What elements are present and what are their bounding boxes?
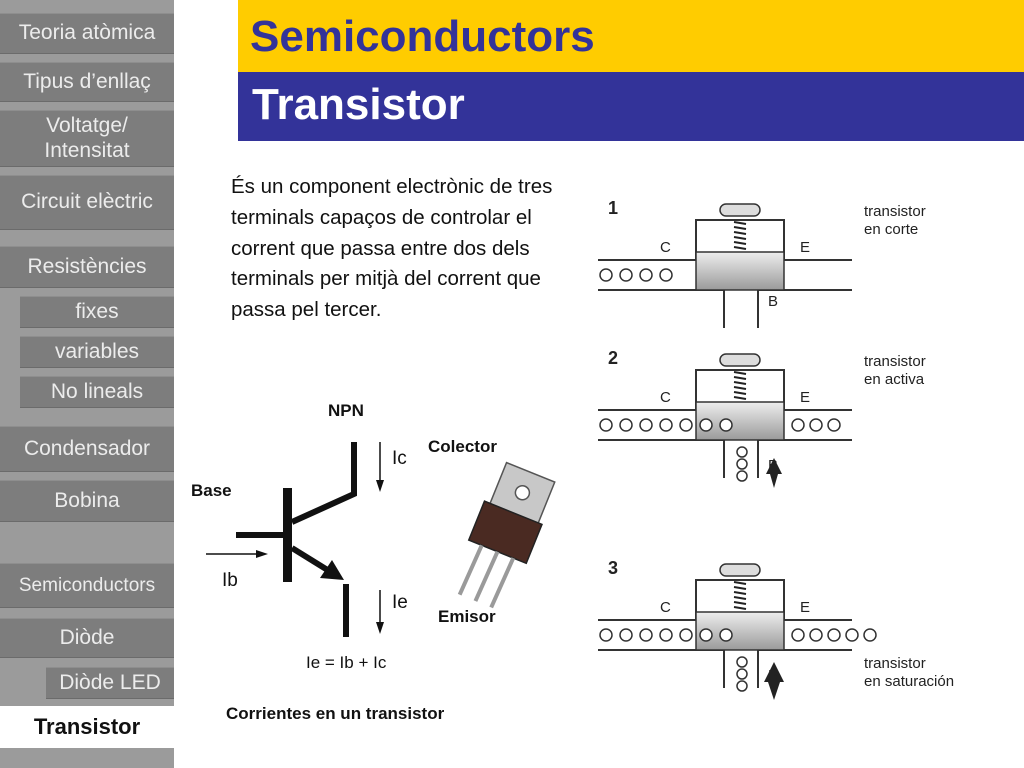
nav-item-no-lineals[interactable]: No lineals <box>20 376 174 408</box>
ic-label: Ic <box>392 448 407 469</box>
nav-item-circuit-electric[interactable]: Circuit elèctric <box>0 175 174 230</box>
emitter-terminal-label: E <box>800 599 810 616</box>
transistor-package-illustration <box>457 461 556 609</box>
state-number: 1 <box>608 198 618 218</box>
collector-terminal-label: C <box>660 239 671 256</box>
state-label-line1: transistor <box>864 353 926 370</box>
nav-item-transistor[interactable]: Transistor <box>0 706 174 748</box>
state-label-line2: en saturación <box>864 673 954 690</box>
npn-diagram: NPN Colector Base Emisor Ic Ib Ie Ie = I… <box>186 392 586 732</box>
base-terminal-label: B <box>768 293 778 310</box>
nav-item-semiconductors[interactable]: Semiconductors <box>0 563 174 608</box>
state-label-line1: transistor <box>864 655 926 672</box>
header-subtitle-band <box>238 72 1024 141</box>
nav-item-diode[interactable]: Diòde <box>0 618 174 658</box>
collector-terminal-label: C <box>660 389 671 406</box>
state-number: 3 <box>608 558 618 578</box>
ie-arrow-head <box>376 622 384 634</box>
transistor-description: És un component electrònic de tres termi… <box>231 175 553 321</box>
header-title-band <box>238 0 1024 72</box>
nav-item-teoria-atomica[interactable]: Teoria atòmica <box>0 13 174 54</box>
base-terminal-label: B <box>768 667 778 684</box>
nav-item-variables[interactable]: variables <box>20 336 174 368</box>
collector-lead <box>290 442 357 525</box>
collector-terminal-label: C <box>660 599 671 616</box>
nav-item-fixes[interactable]: fixes <box>20 296 174 328</box>
sidebar-nav: Teoria atòmica Tipus d’enllaç Voltatge/ … <box>0 0 174 768</box>
base-bar <box>283 488 292 582</box>
state-label-line2: en corte <box>864 221 918 238</box>
ib-arrow-head <box>256 550 268 558</box>
current-equation: Ie = Ib + Ic <box>306 653 387 672</box>
page-subtitle: Transistor <box>252 80 465 129</box>
base-terminal-label: B <box>768 457 778 474</box>
state-label-line1: transistor <box>864 203 926 220</box>
nav-item-bobina[interactable]: Bobina <box>0 480 174 522</box>
figure-caption: Corrientes en un transistor <box>226 704 445 723</box>
ie-label: Ie <box>392 592 408 613</box>
state-number: 2 <box>608 348 618 368</box>
ic-arrow-head <box>376 480 384 492</box>
nav-item-resistencies[interactable]: Resistències <box>0 246 174 288</box>
nav-item-diode-led[interactable]: Diòde LED <box>46 667 174 699</box>
nav-item-tipus-enllac[interactable]: Tipus d’enllaç <box>0 62 174 102</box>
emitter-terminal-label: E <box>800 389 810 406</box>
state-label-line2: en activa <box>864 371 925 388</box>
nav-item-condensador[interactable]: Condensador <box>0 426 174 472</box>
ib-label: Ib <box>222 570 238 591</box>
page-title: Semiconductors <box>250 12 595 61</box>
emitter-terminal-label: E <box>800 239 810 256</box>
base-label: Base <box>191 481 232 500</box>
emitter-label: Emisor <box>438 607 496 626</box>
npn-diagram-svg: NPN Colector Base Emisor Ic Ib Ie Ie = I… <box>191 401 556 723</box>
nav-item-voltatge-intensitat[interactable]: Voltatge/ Intensitat <box>0 110 174 167</box>
npn-label: NPN <box>328 401 364 420</box>
emitter-arrow <box>320 560 344 580</box>
collector-label: Colector <box>428 437 497 456</box>
